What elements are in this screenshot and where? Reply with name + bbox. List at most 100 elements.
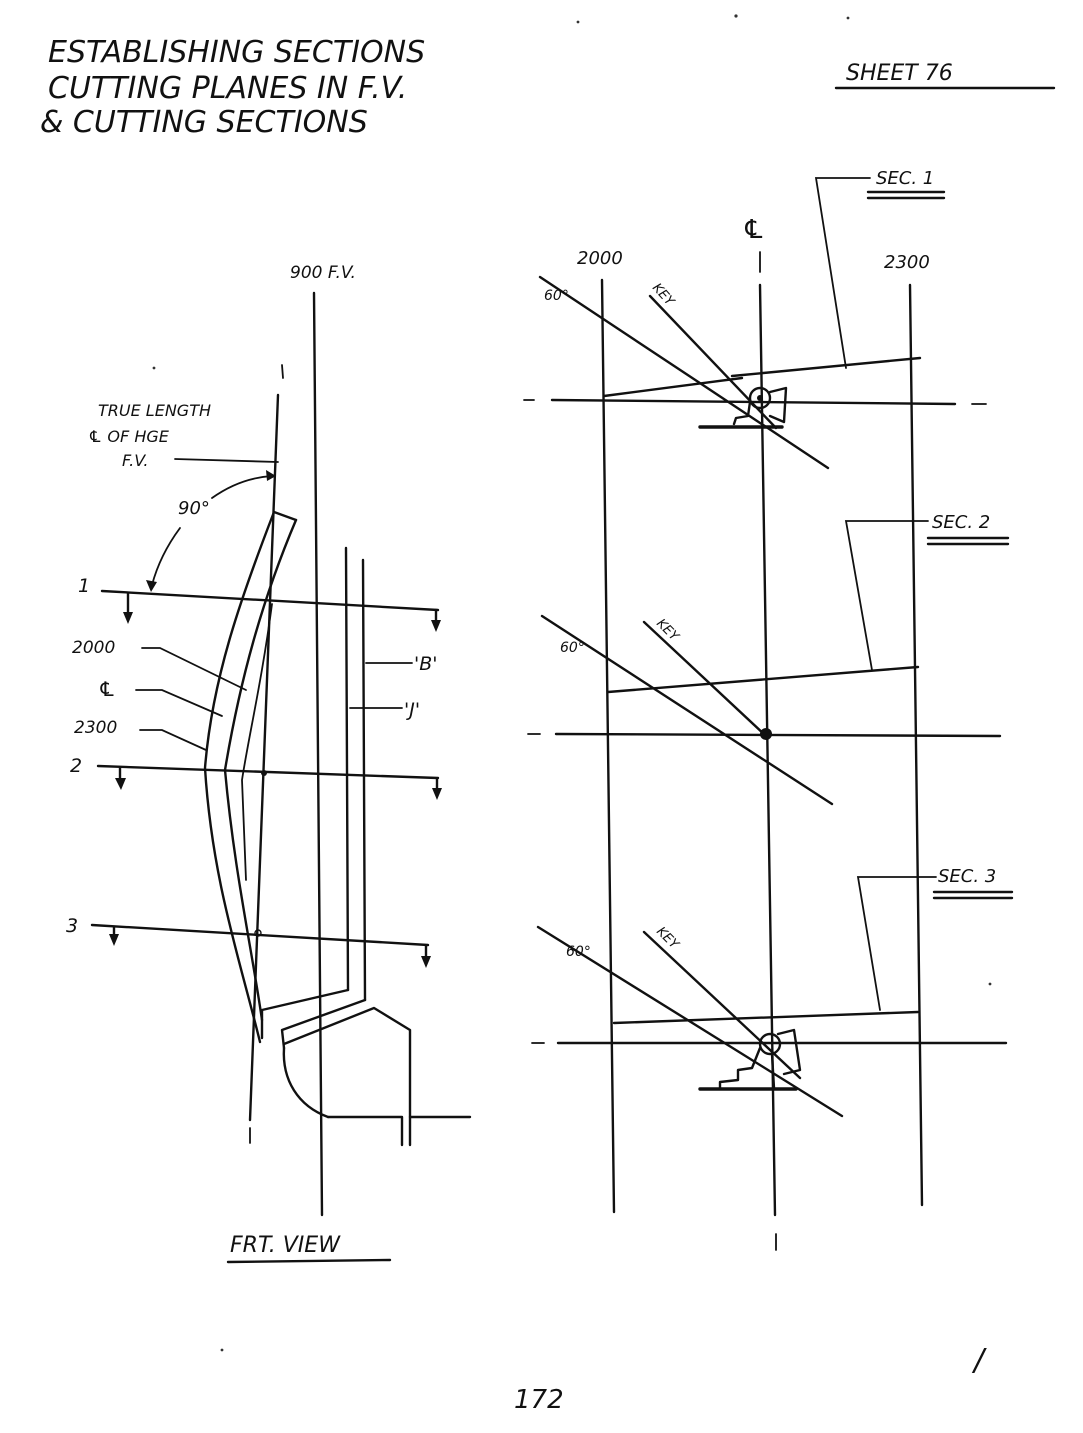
scan-speck [576,20,580,24]
section-2-leader [844,520,929,671]
section-2-angle-label: 60° [560,640,585,656]
scan-speck [988,982,992,986]
true-length-leader [174,458,279,463]
curve-2000-label: 2000 [72,638,115,658]
section-1-leader [814,177,871,369]
page-marks: / 172 [152,14,992,1415]
section-3-key-label: KEY [653,924,682,953]
cutting-plane-2-left-arrowhead [115,778,126,790]
reference-line-label: 900 F.V. [290,263,356,283]
true-length-fv-label: F.V. [122,451,148,470]
member-j-label: 'J' [404,699,420,721]
cutting-plane-1 [100,589,440,612]
section-2-key-line [642,620,768,738]
curve-2300 [203,510,276,1044]
line-2300 [908,283,924,1207]
section-1-60-line [538,275,830,470]
cutting-plane-3-left-arrowhead [109,934,119,946]
section-2-horizontal-axis [554,732,1002,738]
cutting-plane-1-left-arrowhead [123,612,133,624]
cutting-plane-2 [96,764,440,780]
title-block: ESTABLISHING SECTIONS CUTTING PLANES IN … [40,35,425,140]
section-3-hinge-leaf [776,1028,802,1076]
hinge-centerline-dash [281,364,284,379]
title-line-1: ESTABLISHING SECTIONS [48,35,425,70]
center-symbol: ℄ [742,215,765,245]
curve-centerline [241,603,273,881]
angle-90-label: 90° [178,498,210,519]
section-3-hinge-web [770,1052,776,1090]
base-curve [282,1046,330,1119]
section-3: SEC. 3 60° KEY [531,866,1014,1118]
scan-speck [152,366,156,370]
cutting-plane-3-right-arrowhead [421,956,431,968]
page-number: 172 [514,1385,564,1415]
base-outline [282,1006,412,1147]
title-line-3: & CUTTING SECTIONS [40,105,368,140]
section-1-angle-label: 60° [544,288,569,304]
front-view: 900 F.V. TRUE LENGTH ℄ OF HGE F.V. 90° 1… [66,263,472,1264]
section-1-hinge-center [757,395,763,401]
section-2-key-label: KEY [653,616,682,645]
true-length-label: TRUE LENGTH [98,401,211,420]
section-1-key-label: KEY [649,281,677,310]
title-line-2: CUTTING PLANES IN F.V. [48,71,407,106]
section-2-center-point [760,728,772,740]
curve-2000-leader [141,647,247,691]
cutting-plane-2-center-dot [261,770,267,776]
sheet-label-block: SHEET 76 [834,61,1056,90]
section-1-taper-upper [730,356,922,378]
angle-90-arrowhead-top [266,470,276,481]
curve-2300-label: 2300 [74,718,117,738]
section-2-taper [606,665,920,694]
member-b-line [344,546,350,992]
section-1-taper-lower [602,376,744,398]
curve-top-cap [272,510,298,522]
reference-line-900 [312,291,324,1217]
section-3-label: SEC. 3 [938,866,996,887]
right-line-label: 2300 [884,252,930,273]
member-b-label: 'B' [414,653,437,675]
section-3-key-line [642,930,802,1080]
scan-speck [220,1348,224,1352]
corner-mark: / [971,1343,987,1378]
front-view-title: FRT. VIEW [230,1233,341,1258]
cutting-plane-2-right-arrowhead [432,788,442,800]
section-3-taper [612,1010,920,1025]
section-1-hinge-leaf [768,386,788,424]
angle-90-leader-top [211,475,273,499]
cutting-plane-3-center-mark [254,929,262,937]
cutting-plane-3-label: 3 [66,915,78,937]
cutting-plane-1-right-arrowhead [431,620,441,632]
section-1-label: SEC. 1 [876,168,934,189]
section-3-angle-label: 60° [566,944,591,960]
curve-2300-leader [139,729,207,751]
scan-speck [846,16,850,20]
section-3-hinge-knuckle [718,1046,762,1090]
cutting-plane-1-label: 1 [78,575,90,597]
section-1-hinge-knuckle [732,400,752,426]
left-line-label: 2000 [577,248,623,269]
section-3-hinge-pin [758,1032,782,1056]
section-3-60-line [536,925,844,1118]
line-2000 [600,278,616,1214]
base-floor [326,1115,404,1147]
front-view-title-underline [226,1258,392,1264]
section-2-label: SEC. 2 [932,512,990,533]
sheet-label: SHEET 76 [846,61,953,86]
base-diagonal-b [260,988,350,1040]
section-1: SEC. 1 60° KEY [523,168,987,470]
section-1-hinge-pin [748,386,772,410]
section-1-horizontal-axis [550,398,957,406]
curve-centerline-label: ℄ [98,677,116,701]
sections-view: 2000 ℄ 2300 SEC. 1 60° KEY [523,168,1014,1251]
section-2-60-line [540,614,834,806]
section-3-leader [856,876,937,1011]
true-length-cl-label: ℄ OF HGE [88,427,170,446]
member-j-line [361,558,367,1002]
cutting-plane-2-label: 2 [70,755,82,777]
base-diagonal-j [280,998,367,1050]
curve-centerline-leader [135,689,223,717]
scan-speck [734,14,738,18]
